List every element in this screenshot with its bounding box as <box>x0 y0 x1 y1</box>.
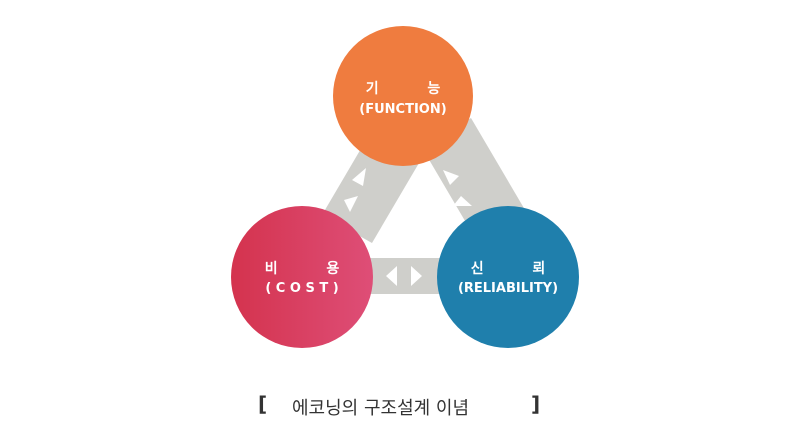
cost-subtitle: ( C O S T ) <box>265 281 338 296</box>
arrow-down-right-icon <box>443 170 459 185</box>
cost-title: 비 용 <box>265 261 340 277</box>
function-title: 기 능 <box>366 81 441 97</box>
reliability-circle <box>437 206 579 348</box>
node-reliability: 신 뢰 (RELIABILITY) <box>437 206 579 348</box>
arrow-up-right-icon <box>352 168 366 186</box>
function-subtitle: (FUNCTION) <box>359 102 446 117</box>
arrow-up-left-icon <box>453 196 472 206</box>
node-function: 기 능 (FUNCTION) <box>333 26 473 166</box>
cost-circle <box>231 206 373 348</box>
reliability-subtitle: (RELIABILITY) <box>458 281 558 296</box>
arrow-right-icon <box>411 266 422 286</box>
caption-close-bracket: ] <box>531 392 541 416</box>
diagram-caption: [ 에코닝의 구조설계 이념 ] <box>0 388 800 428</box>
arrow-down-left-icon <box>344 196 358 212</box>
node-cost: 비 용 ( C O S T ) <box>231 206 373 348</box>
caption-open-bracket: [ <box>258 392 268 416</box>
function-circle <box>333 26 473 166</box>
arrow-left-icon <box>386 266 397 286</box>
caption-text: 에코닝의 구조설계 이념 <box>292 398 470 419</box>
reliability-title: 신 뢰 <box>471 261 546 277</box>
connector-cost-reliability <box>360 258 440 294</box>
